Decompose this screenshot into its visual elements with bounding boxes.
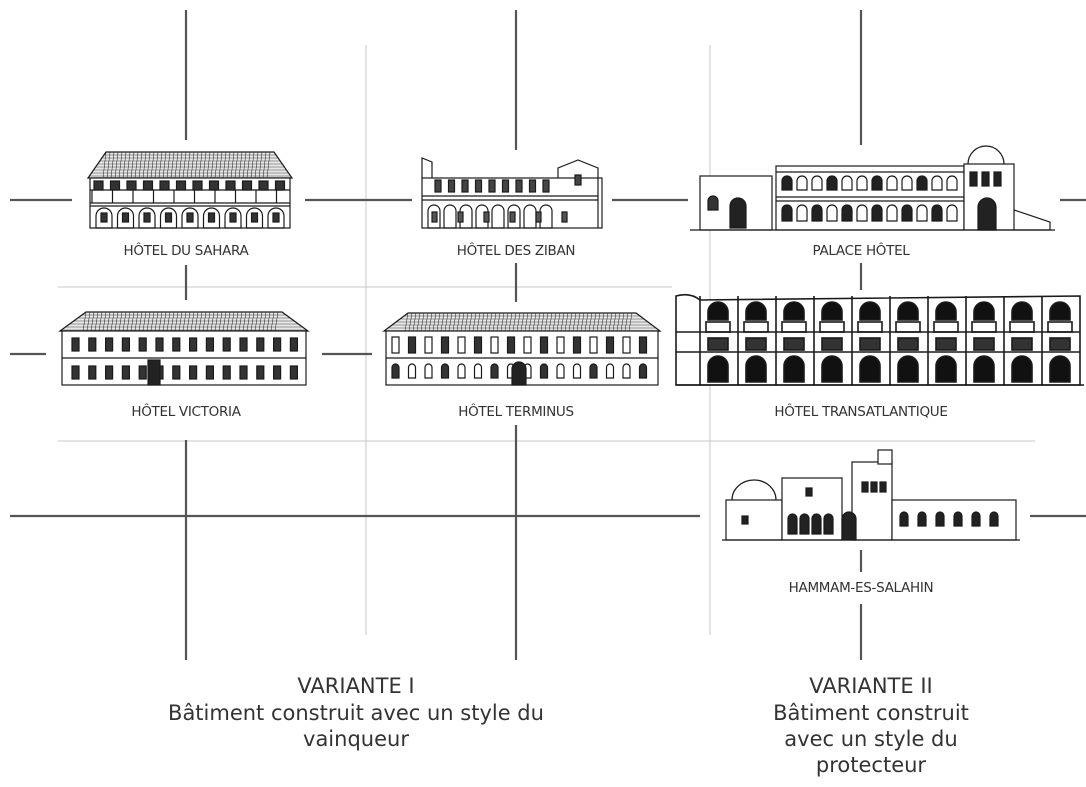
variant-2-title: VARIANTE II bbox=[756, 673, 986, 700]
palace-hotel-sketch bbox=[690, 146, 1055, 230]
hotel-des-ziban-sketch bbox=[422, 158, 602, 228]
hotel-transatlantique-sketch bbox=[676, 295, 1084, 385]
label-hotel-victoria: HÔTEL VICTORIA bbox=[129, 404, 242, 420]
label-hotel-terminus: HÔTEL TERMINUS bbox=[456, 404, 576, 420]
hammam-es-salahin-sketch bbox=[722, 450, 1020, 540]
label-palace-hotel: PALACE HÔTEL bbox=[810, 243, 911, 259]
label-hotel-transatlantique: HÔTEL TRANSATLANTIQUE bbox=[772, 404, 949, 420]
label-hammam-es-salahin: HAMMAM-ES-SALAHIN bbox=[787, 580, 936, 596]
hotel-du-sahara-sketch bbox=[88, 152, 292, 228]
label-hotel-des-ziban: HÔTEL DES ZIBAN bbox=[455, 243, 577, 259]
variant-1-title: VARIANTE I bbox=[126, 673, 586, 700]
hotel-terminus-sketch bbox=[384, 313, 660, 385]
variant-2-description: Bâtiment construit avec un style du prot… bbox=[756, 700, 986, 778]
variant-2-caption: VARIANTE II Bâtiment construit avec un s… bbox=[756, 673, 986, 778]
label-hotel-du-sahara: HÔTEL DU SAHARA bbox=[122, 243, 251, 259]
hotel-victoria-sketch bbox=[60, 312, 308, 385]
variant-1-description: Bâtiment construit avec un style du vain… bbox=[126, 700, 586, 752]
variant-1-caption: VARIANTE I Bâtiment construit avec un st… bbox=[126, 673, 586, 752]
